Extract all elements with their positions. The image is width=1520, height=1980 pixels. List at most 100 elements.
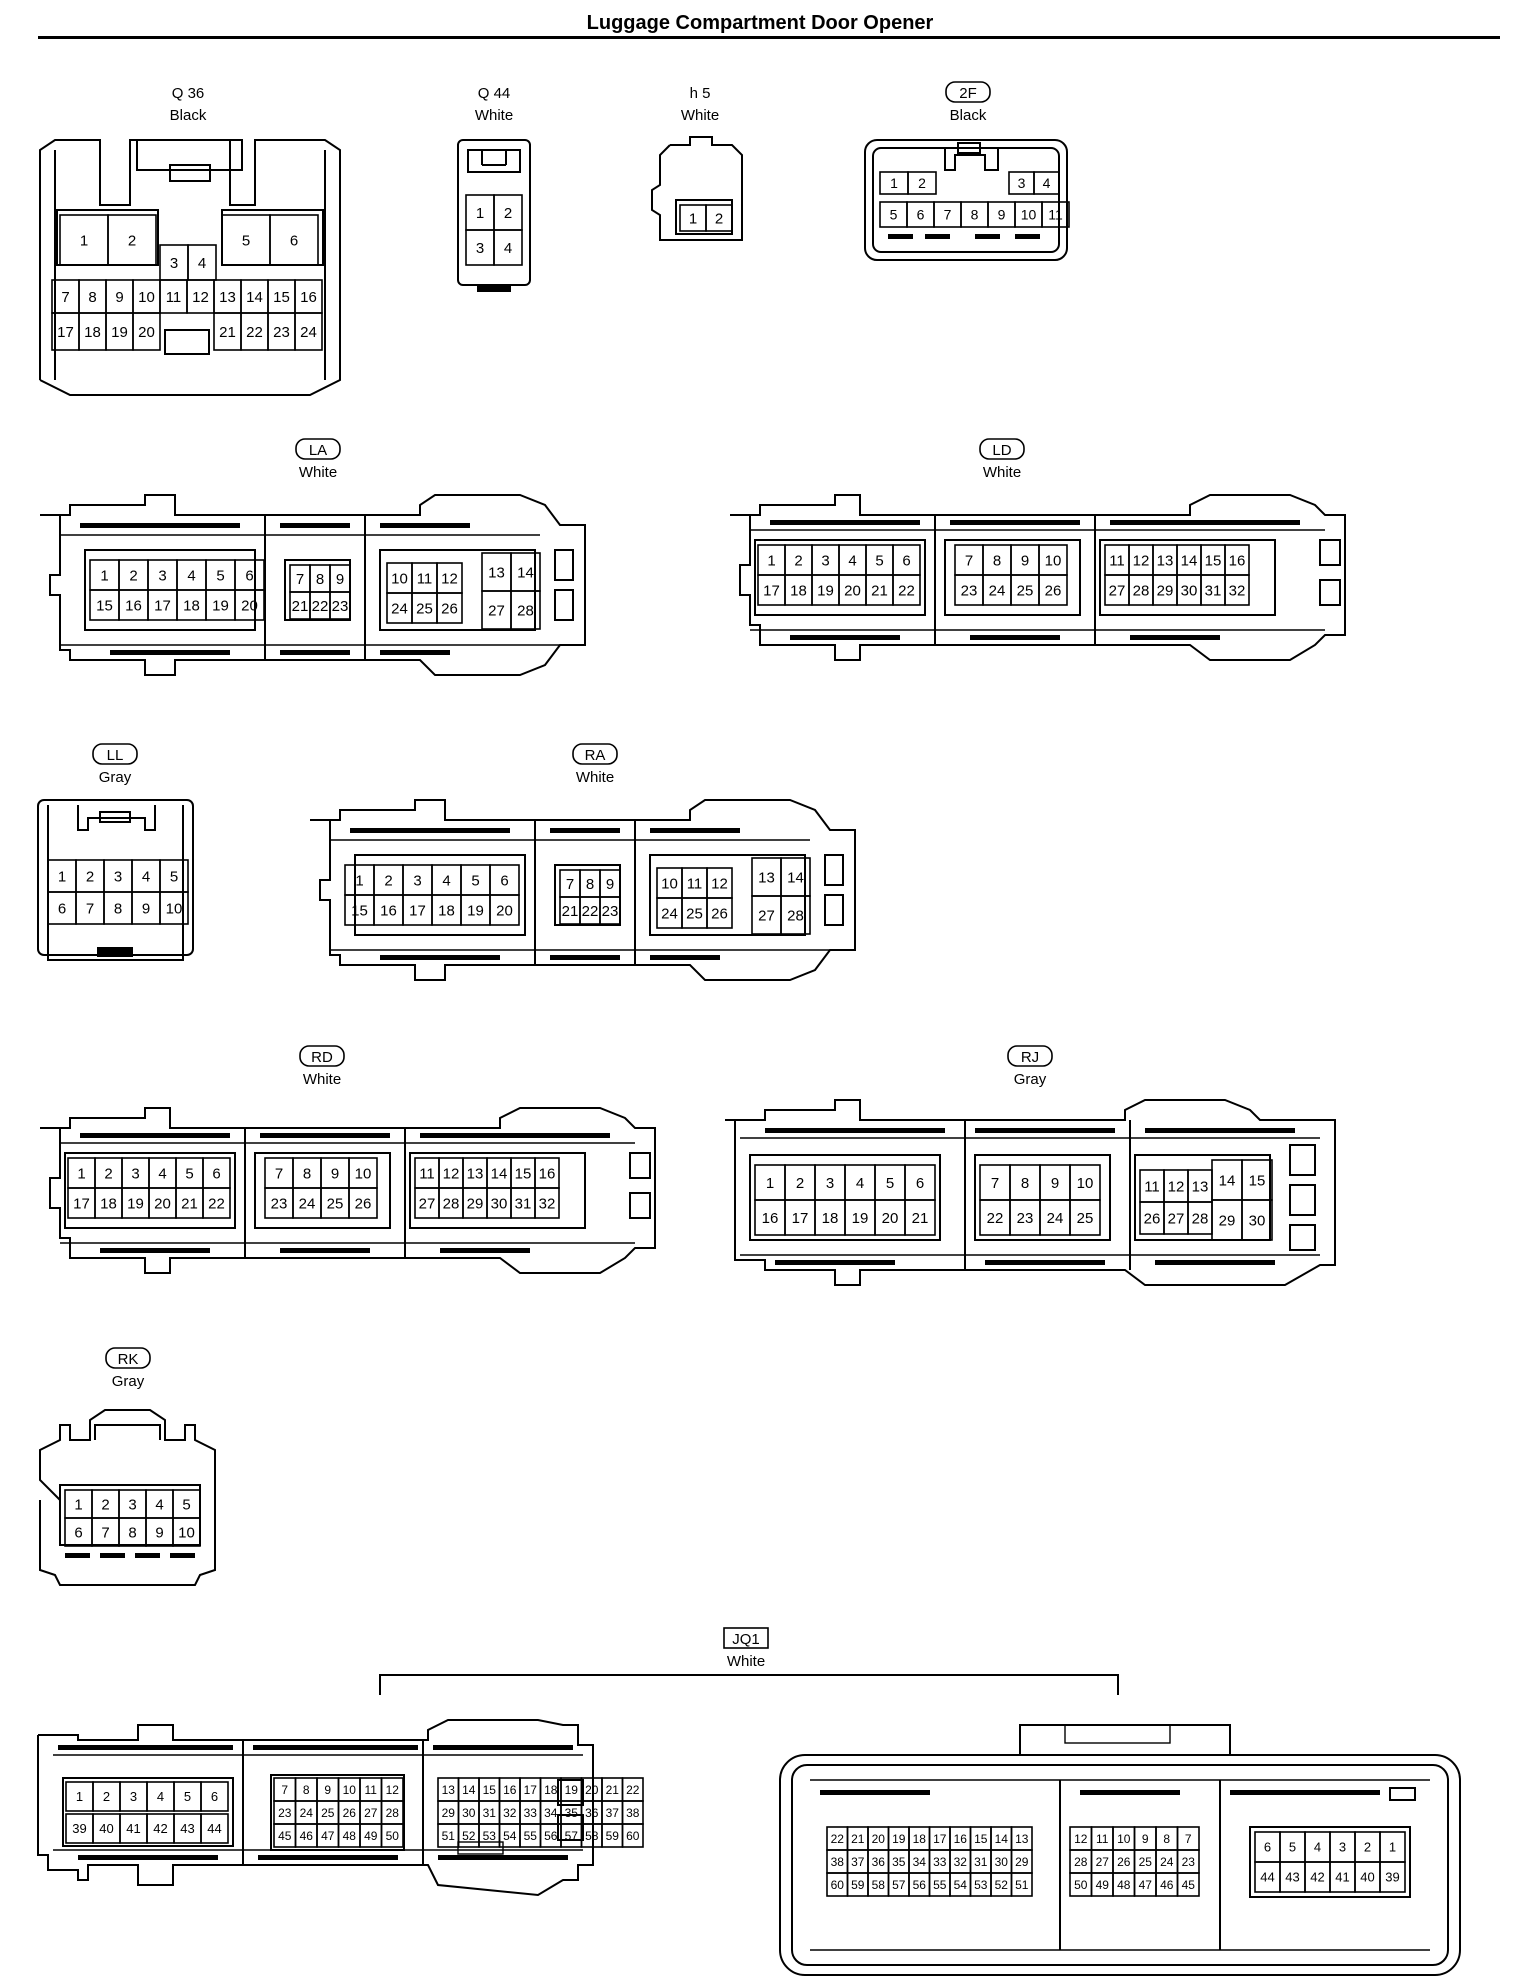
pin-number: 31 (483, 1806, 497, 1820)
pin-number: 20 (496, 902, 513, 919)
pin-number: 58 (872, 1878, 886, 1892)
pin-number: 1 (74, 1496, 82, 1513)
pin-number: 1 (766, 1175, 774, 1192)
pin-number: 10 (1021, 207, 1037, 223)
connector-code: RA (585, 747, 606, 764)
pin-number: 1 (58, 868, 66, 885)
pin-number: 27 (1168, 1210, 1185, 1227)
pin-number: 26 (1045, 582, 1062, 599)
pin-number: 23 (278, 1806, 292, 1820)
pin-number: 2 (1364, 1840, 1371, 1855)
connector-code-frame (299, 1045, 345, 1067)
pin-number: 8 (88, 289, 96, 306)
pin-number: 40 (99, 1821, 113, 1836)
pin-number: 3 (158, 567, 166, 584)
pin-number: 8 (993, 552, 1001, 569)
pin-number: 4 (198, 255, 206, 272)
pin-cell (1224, 574, 1250, 606)
pin-number: 6 (212, 1165, 220, 1182)
pin-number: 36 (872, 1855, 886, 1869)
pin-number: 6 (245, 567, 253, 584)
pin-number: 20 (844, 582, 861, 599)
pin-number: 18 (544, 1783, 558, 1797)
pin-number: 27 (488, 602, 505, 619)
pin-number: 29 (467, 1195, 484, 1212)
pin-number: 15 (96, 597, 113, 614)
pin-cell (534, 1187, 560, 1219)
pin-number: 1 (890, 175, 898, 191)
pin-number: 45 (1182, 1878, 1196, 1892)
pin-number: 50 (1074, 1878, 1088, 1892)
connector-color: White (475, 107, 513, 124)
connector-code: RJ (1021, 1049, 1039, 1066)
pin-number: 11 (687, 875, 703, 892)
pin-number: 33 (933, 1855, 947, 1869)
pin-cell (705, 204, 733, 232)
pin-number: 26 (1117, 1855, 1131, 1869)
pin-number: 51 (1015, 1878, 1029, 1892)
pin-number: 7 (1185, 1832, 1192, 1846)
pin-number: 52 (995, 1878, 1009, 1892)
pin-number: 19 (467, 902, 484, 919)
pin-number: 43 (1285, 1870, 1299, 1885)
connector-code-frame (572, 743, 618, 765)
pin-number: 7 (965, 552, 973, 569)
pin-number: 1 (476, 205, 484, 222)
pin-number: 4 (1314, 1840, 1321, 1855)
pin-number: 15 (483, 1783, 497, 1797)
pin-number: 1 (100, 567, 108, 584)
pin-number: 10 (178, 1524, 195, 1541)
pin-number: 26 (711, 905, 728, 922)
pin-number: 19 (212, 597, 229, 614)
pin-cell (489, 894, 520, 926)
pin-number: 10 (138, 289, 155, 306)
pin-number: 1 (76, 1789, 83, 1804)
pin-number: 15 (515, 1165, 532, 1182)
pin-number: 10 (1117, 1832, 1131, 1846)
connector-color: White (299, 464, 337, 481)
pin-number: 41 (126, 1821, 140, 1836)
pin-number: 3 (128, 1496, 136, 1513)
pin-cell (329, 591, 351, 620)
pin-number: 17 (154, 597, 171, 614)
pin-number: 26 (343, 1806, 357, 1820)
pin-cell (892, 574, 921, 606)
pin-number: 60 (831, 1878, 845, 1892)
pin-cell (1176, 1872, 1200, 1897)
pin-number: 10 (343, 1783, 357, 1797)
connector-code-frame (295, 438, 341, 460)
pin-number: 1 (767, 552, 775, 569)
pin-number: 21 (606, 1783, 620, 1797)
pin-number: 5 (886, 1175, 894, 1192)
pin-number: 53 (974, 1878, 988, 1892)
pin-number: 22 (246, 324, 263, 341)
pin-number: 14 (1181, 552, 1198, 569)
pin-number: 6 (74, 1524, 82, 1541)
pin-number: 14 (517, 564, 534, 581)
pin-number: 15 (273, 289, 290, 306)
pin-cell (380, 1823, 404, 1848)
pin-number: 24 (300, 324, 317, 341)
pin-number: 34 (913, 1855, 927, 1869)
pin-number: 17 (57, 324, 74, 341)
pin-cell (599, 896, 621, 925)
pin-number: 20 (154, 1195, 171, 1212)
pin-number: 21 (562, 903, 579, 920)
pin-number: 2 (794, 552, 802, 569)
pin-number: 18 (183, 597, 200, 614)
pin-number: 17 (763, 582, 780, 599)
pin-number: 55 (933, 1878, 947, 1892)
pin-number: 22 (626, 1783, 640, 1797)
pin-number: 23 (1017, 1210, 1034, 1227)
pin-number: 9 (324, 1783, 331, 1797)
pin-number: 27 (364, 1806, 378, 1820)
pin-number: 5 (184, 1789, 191, 1804)
pin-number: 6 (211, 1789, 218, 1804)
